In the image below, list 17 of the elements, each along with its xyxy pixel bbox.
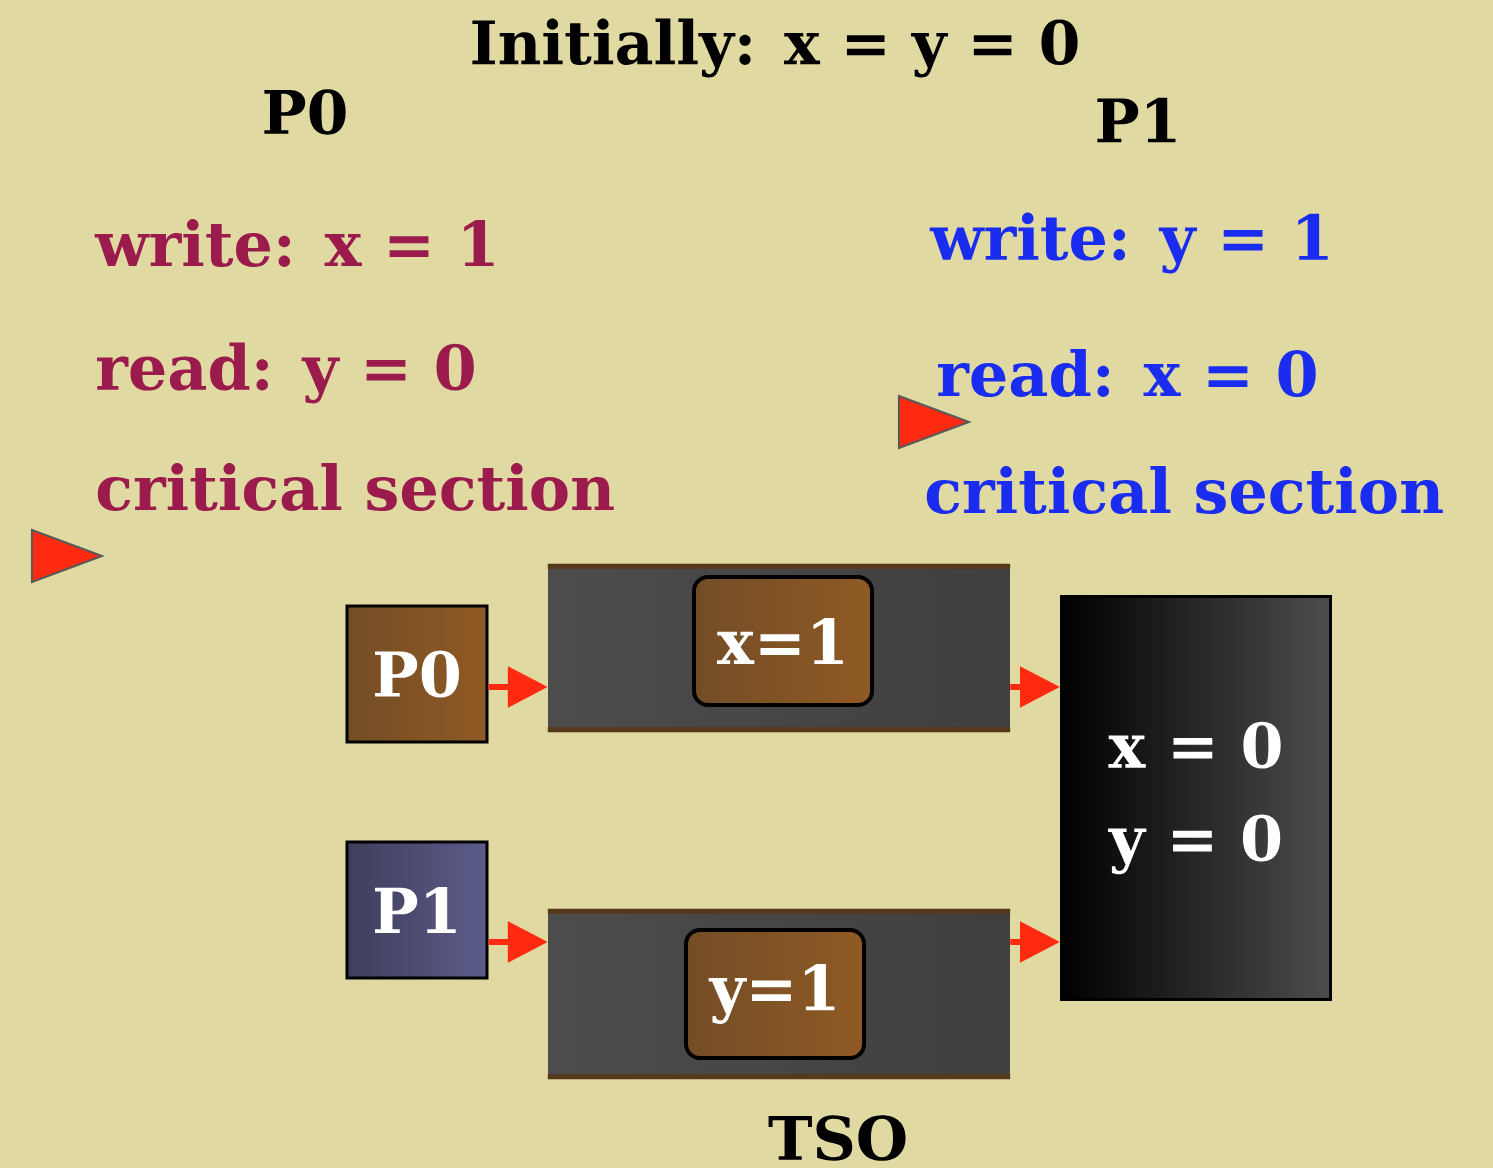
buffer-band (547, 563, 1011, 733)
code-line: write: y = 1 (929, 212, 1328, 274)
code-line: critical section (97, 463, 614, 511)
title: Initially: x = y = 0 (472, 18, 1078, 78)
processor-box: P0 (345, 604, 489, 744)
code-line: critical section (926, 466, 1443, 514)
buffer-band (547, 908, 1011, 1080)
heading: P0 (264, 89, 346, 135)
code-line: read: y = 0 (97, 342, 474, 404)
message-box: x=1 (692, 575, 874, 707)
code-line: write: x = 1 (94, 219, 494, 267)
processor-box: P1 (345, 840, 489, 980)
message-box: y=1 (684, 928, 866, 1060)
heading: P1 (1097, 97, 1176, 143)
caption: TSO (768, 1115, 906, 1161)
memory-box: x = 0 y = 0 (1060, 595, 1332, 1001)
code-line: read: x = 0 (938, 349, 1316, 397)
